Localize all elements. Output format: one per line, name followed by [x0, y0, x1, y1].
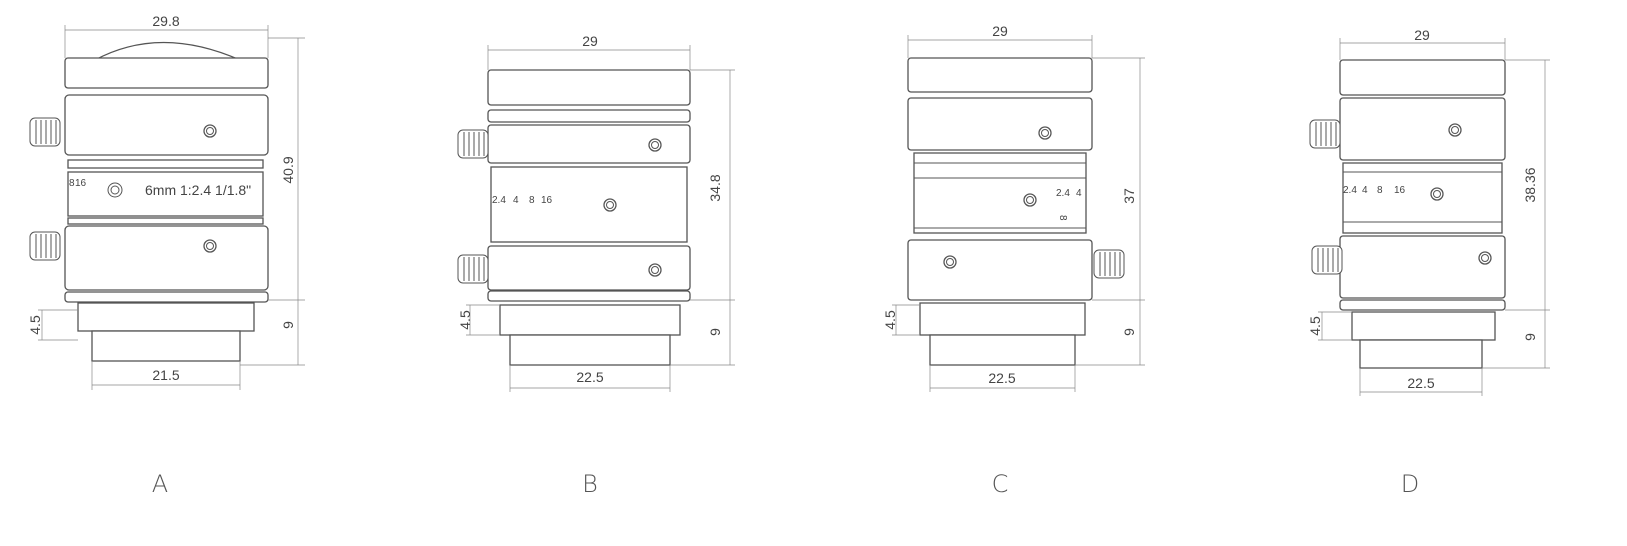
scale-mark: 8 — [1057, 215, 1068, 221]
dim-mount-height: 9 — [1522, 333, 1538, 341]
drawing-label-c: C — [992, 470, 1009, 498]
lens-drawing-d: 2.4 4 8 16 29 38.36 9 4.5 22.5 D — [1307, 27, 1550, 498]
dim-mount-width: 22.5 — [988, 370, 1015, 386]
dim-top-width: 29 — [1414, 27, 1430, 43]
drawing-label-b: B — [582, 470, 598, 498]
dim-mount-width: 22.5 — [1407, 375, 1434, 391]
screw-icon — [943, 255, 957, 269]
dim-flange: 4.5 — [1307, 316, 1323, 336]
dim-top-width: 29 — [992, 23, 1008, 39]
knob-icon — [457, 129, 489, 159]
knob-icon — [1311, 245, 1343, 275]
dim-height: 37 — [1121, 188, 1137, 204]
dim-mount-height: 9 — [707, 328, 723, 336]
knob-icon — [29, 117, 61, 147]
screw-icon — [648, 138, 662, 152]
dim-mount-width: 21.5 — [152, 367, 179, 383]
dim-mount-height: 9 — [280, 321, 296, 329]
scale-mark: 16 — [75, 178, 87, 189]
scale-mark: 8 — [69, 178, 75, 189]
screw-icon — [1038, 126, 1052, 140]
scale-mark: 16 — [1394, 185, 1406, 196]
lens-drawing-c: 2.4 4 8 29 37 9 4.5 22.5 C — [882, 23, 1145, 498]
dim-height: 38.36 — [1522, 167, 1538, 202]
dim-flange: 4.5 — [882, 310, 898, 330]
knob-icon — [457, 254, 489, 284]
lens-drawing-b: 2.4 4 8 16 29 34.8 9 4.5 22.5 B — [457, 33, 735, 498]
dim-mount-width: 22.5 — [576, 369, 603, 385]
screw-icon — [1023, 193, 1037, 207]
dim-height: 34.8 — [707, 174, 723, 201]
scale-mark: 4 — [513, 195, 519, 206]
lens-drawing-a: 6mm 1:2.4 1/1.8" 8 16 29.8 40.9 9 4.5 21… — [27, 13, 305, 498]
scale-mark: 8 — [1377, 185, 1383, 196]
dim-mount-height: 9 — [1121, 328, 1137, 336]
scale-mark: 2.4 — [492, 195, 506, 206]
scale-mark: 8 — [529, 195, 535, 206]
scale-mark: 2.4 — [1343, 185, 1357, 196]
screw-icon — [1448, 123, 1462, 137]
dim-top-width: 29 — [582, 33, 598, 49]
dim-flange: 4.5 — [27, 315, 43, 335]
screw-icon — [1430, 187, 1444, 201]
scale-mark: 16 — [541, 195, 553, 206]
screw-icon — [648, 263, 662, 277]
scale-mark: 4 — [1076, 188, 1082, 199]
dim-flange: 4.5 — [457, 310, 473, 330]
lens-marking: 6mm 1:2.4 1/1.8" — [145, 182, 251, 198]
knob-icon — [1309, 119, 1341, 149]
scale-mark: 2.4 — [1056, 188, 1070, 199]
scale-mark: 4 — [1362, 185, 1368, 196]
drawing-label-d: D — [1401, 470, 1419, 498]
knob-icon — [1093, 249, 1125, 279]
screw-icon — [203, 239, 217, 253]
screw-icon — [1478, 251, 1492, 265]
knob-icon — [29, 231, 61, 261]
dim-top-width: 29.8 — [152, 13, 179, 29]
screw-icon — [203, 124, 217, 138]
dim-height: 40.9 — [280, 156, 296, 183]
screw-icon — [603, 198, 617, 212]
drawing-label-a: A — [152, 470, 168, 498]
